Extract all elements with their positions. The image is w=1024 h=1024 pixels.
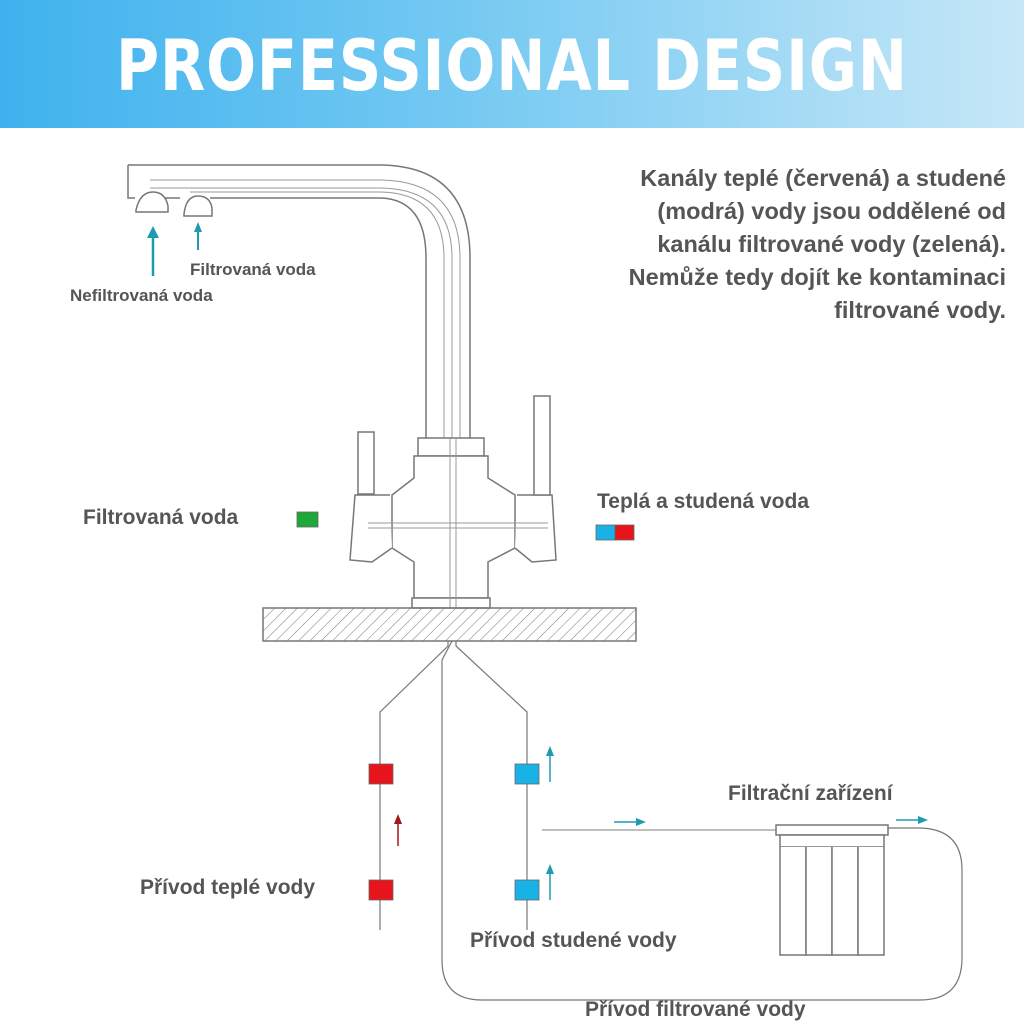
banner-title: PROFESSIONAL DESIGN	[116, 25, 908, 107]
label-spout-unfiltered: Nefiltrovaná voda	[70, 286, 213, 305]
description-line: kanálu filtrované vody (zelená).	[657, 231, 1006, 257]
label-hot-supply: Přívod teplé vody	[140, 876, 316, 899]
supply-hoses	[379, 640, 963, 1001]
description-line: (modrá) vody jsou oddělené od	[657, 198, 1006, 224]
hot-valve-lower	[368, 879, 394, 901]
label-filtered-supply: Přívod filtrované vody	[585, 998, 806, 1021]
hot-swatch	[614, 524, 635, 541]
flow-arrows	[394, 746, 928, 900]
aerator-outlets	[135, 191, 213, 217]
filter-unit	[775, 824, 889, 956]
label-filtered-water: Filtrovaná voda	[83, 506, 239, 529]
description-line: Kanály teplé (červená) a studené	[640, 165, 1006, 191]
label-hot-cold-water: Teplá a studená voda	[597, 490, 809, 513]
description-line: filtrované vody.	[834, 297, 1006, 323]
description-line: Nemůže tedy dojít ke kontaminaci	[628, 264, 1006, 290]
cold-valve-upper	[514, 763, 540, 785]
faucet-body	[349, 395, 557, 609]
countertop	[262, 607, 637, 642]
filtered-swatch	[296, 511, 319, 528]
body-channels	[368, 438, 548, 608]
cold-valve-lower	[514, 879, 540, 901]
spout-flow-arrows	[147, 222, 202, 276]
cold-swatch	[595, 524, 616, 541]
spout	[127, 164, 471, 440]
header-banner: PROFESSIONAL DESIGN	[0, 0, 1024, 128]
hot-valve-upper	[368, 763, 394, 785]
label-filter-unit: Filtrační zařízení	[728, 782, 893, 805]
spout-channels	[150, 179, 461, 440]
label-spout-filtered: Filtrovaná voda	[190, 260, 316, 279]
description: Kanály teplé (červená) a studené (modrá)…	[486, 162, 1006, 327]
valve-markers	[368, 763, 540, 901]
label-cold-supply: Přívod studené vody	[470, 929, 677, 952]
